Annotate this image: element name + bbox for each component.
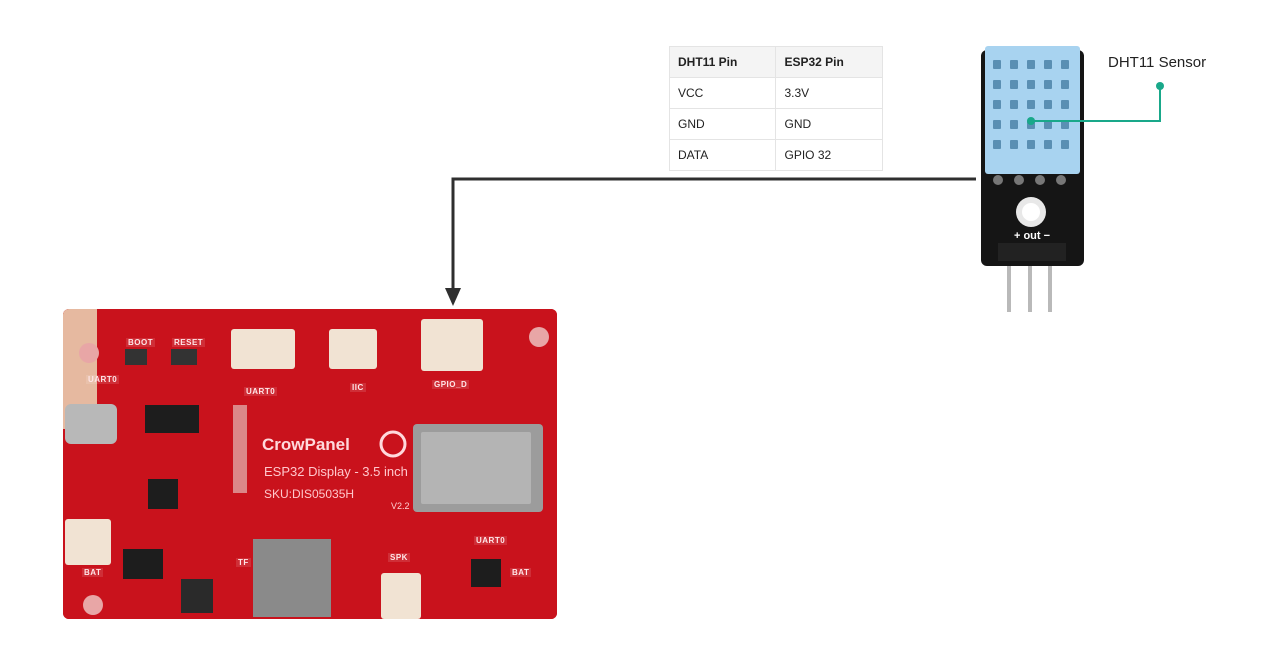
table-cell: GND: [668, 108, 777, 140]
silk-bat: BAT: [82, 568, 104, 577]
sensor-callout-line: [1031, 87, 1161, 122]
board-brand: CrowPanel: [262, 435, 350, 454]
sensor-label: DHT11 Sensor: [1108, 54, 1207, 71]
header-esp32-pin: ESP32 Pin: [775, 46, 883, 78]
board-model: ESP32 Display - 3.5 inch: [264, 464, 408, 479]
table-cell: DATA: [668, 139, 777, 171]
sensor-pin-label: + out −: [1014, 230, 1050, 242]
table-cell: GND: [775, 108, 883, 140]
callout-dot: [1156, 82, 1164, 90]
sensor-housing: [985, 46, 1080, 174]
board-sku: SKU:DIS05035H: [264, 487, 355, 501]
callout-dot: [1027, 117, 1035, 125]
crowpanel-board: [63, 309, 557, 619]
silk-bat: BAT: [510, 568, 532, 577]
sensor-pin: [1028, 256, 1032, 312]
wire-arrowhead: [445, 288, 461, 306]
sensor-pin: [1048, 256, 1052, 312]
board-drawing: [63, 309, 557, 619]
dht11-sensor-module: + out −: [981, 46, 1084, 312]
table-row: GND GND: [668, 108, 883, 140]
header-dht11-pin: DHT11 Pin: [668, 46, 777, 78]
silk-gpio: GPIO_D: [432, 380, 470, 389]
silk-tf: TF: [236, 558, 251, 567]
table-row: DATA GPIO 32: [668, 139, 883, 171]
silk-reset: RESET: [172, 338, 206, 347]
table-cell: GPIO 32: [775, 139, 883, 171]
sensor-pin: [1007, 256, 1011, 312]
silk-uart0: UART0: [244, 387, 278, 396]
silk-uart0: UART0: [86, 375, 120, 384]
board-version: V2.2: [391, 501, 410, 511]
table-cell: 3.3V: [775, 77, 883, 109]
silk-uart0: UART0: [474, 536, 508, 545]
connection-wire: [451, 177, 976, 298]
silk-spk: SPK: [388, 553, 410, 562]
sensor-grille: [993, 60, 1069, 149]
silk-boot: BOOT: [126, 338, 156, 347]
pin-mapping-table: DHT11 Pin ESP32 Pin VCC 3.3V GND GND DAT…: [668, 46, 883, 171]
silk-iic: IIC: [350, 383, 366, 392]
table-header-row: DHT11 Pin ESP32 Pin: [668, 46, 883, 78]
